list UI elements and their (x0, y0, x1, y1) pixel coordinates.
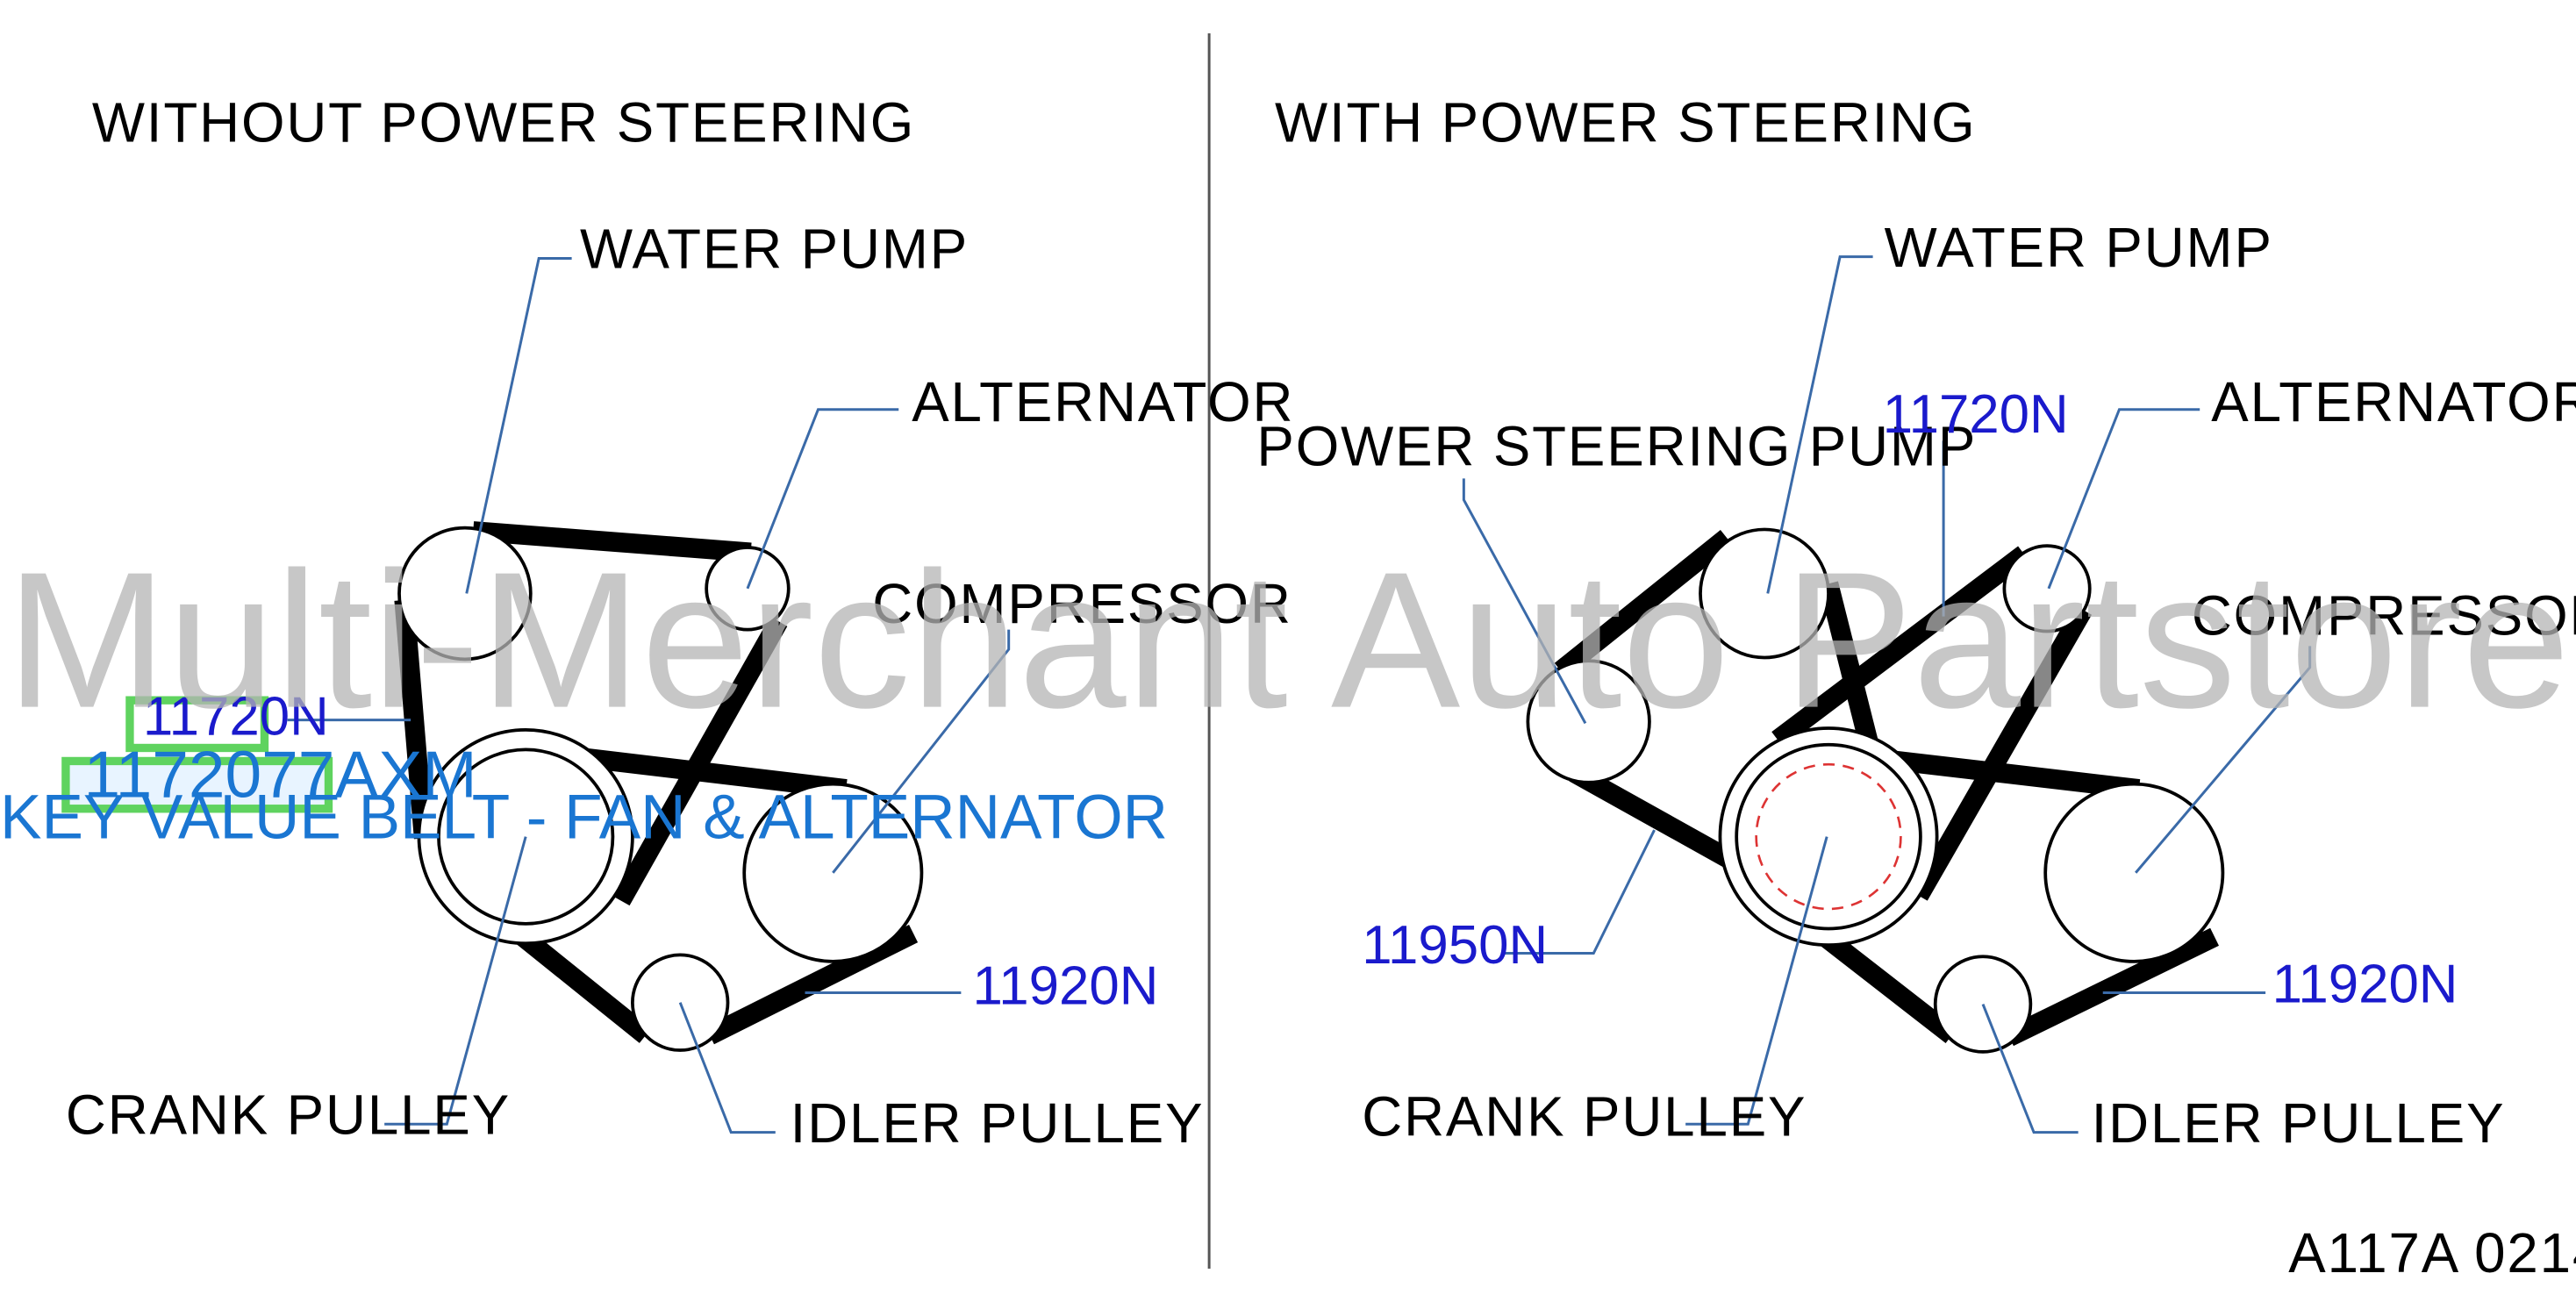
left-leader-alternator (746, 408, 899, 590)
right-panel: WITH POWER STEERING (1256, 92, 2576, 1155)
right-label-crank-pulley: CRANK PULLEY (1362, 1085, 1807, 1148)
right-belt-compressor (2005, 927, 2219, 1047)
right-label-power-steering-pump: POWER STEERING PUMP (1256, 415, 1977, 477)
left-label-idler-pulley: IDLER PULLEY (791, 1092, 1205, 1155)
left-leader-compressor (832, 629, 1011, 874)
right-title: WITH POWER STEERING (1275, 92, 1976, 154)
right-leader-water-pump (1766, 255, 1873, 594)
left-belt-upper (472, 521, 752, 562)
right-water-pump-pulley (1699, 527, 1830, 660)
right-part-11950n[interactable]: 11950N (1362, 915, 1548, 976)
left-compressor-pulley (742, 782, 924, 963)
right-leader-crank (1685, 836, 1828, 1126)
right-label-compressor: COMPRESSOR (2192, 584, 2576, 647)
right-part-11920n[interactable]: 11920N (2272, 955, 2458, 1015)
left-panel: WITHOUT POWER STEERING WATER PUMP ALTERN… (0, 92, 1294, 1155)
right-label-idler-pulley: IDLER PULLEY (2092, 1092, 2506, 1155)
right-crank-pulley-inner (1735, 742, 1922, 931)
left-water-pump-pulley (397, 526, 533, 662)
left-label-water-pump: WATER PUMP (580, 218, 969, 281)
left-title: WITHOUT POWER STEERING (92, 92, 915, 154)
right-label-water-pump: WATER PUMP (1885, 217, 2273, 279)
right-belt-alternator (1771, 546, 2030, 748)
right-belt-power-steering (1554, 530, 1733, 679)
right-belt-alternator (1910, 604, 2093, 901)
right-leader-compressor (2135, 646, 2312, 874)
left-leader-idler (678, 1002, 776, 1134)
highlight-box-alt-part (61, 756, 333, 813)
right-power-steering-pulley (1526, 659, 1651, 784)
left-leader-water-pump (465, 256, 572, 594)
figure-code: A117A 0214 (2288, 1222, 2576, 1284)
left-belts (394, 521, 919, 1045)
highlight-alt-part-number[interactable]: 1172077AXM (83, 738, 476, 812)
left-idler-pulley (631, 953, 730, 1052)
right-label-alternator: ALTERNATOR (2211, 371, 2576, 433)
highlight-box-part (125, 696, 269, 753)
left-belt-upper (612, 616, 788, 906)
highlight-group: 11720N 1172077AXM KEY VALUE BELT - FAN &… (0, 686, 1168, 852)
right-compressor-pulley (2043, 782, 2225, 963)
right-alternator-pulley (2002, 544, 2092, 633)
left-part-11920n[interactable]: 11920N (972, 956, 1158, 1017)
right-leader-belt-power-steering (1505, 829, 1656, 955)
left-label-crank-pulley: CRANK PULLEY (66, 1084, 511, 1146)
right-belt-power-steering (1569, 763, 1750, 876)
right-crank-pulley-hub (1755, 762, 1902, 911)
highlight-description: KEY VALUE BELT - FAN & ALTERNATOR (0, 783, 1168, 852)
left-label-alternator: ALTERNATOR (912, 371, 1294, 433)
left-belt-upper (394, 599, 434, 840)
right-belts (1554, 530, 2219, 1047)
left-part-11720n[interactable]: 11720N (143, 686, 329, 747)
left-label-compressor: COMPRESSOR (872, 573, 1292, 635)
left-belt-lower (705, 925, 919, 1045)
right-leader-power-steering (1462, 478, 1587, 725)
watermark: Multi-Merchant Auto Partstore (6, 532, 2570, 748)
right-leader-alternator (2047, 408, 2200, 590)
right-part-11720n[interactable]: 11720N (1883, 384, 2069, 445)
right-leader-idler (1981, 1004, 2079, 1134)
right-belt-power-steering (1819, 581, 1883, 762)
left-leader-crank (384, 836, 527, 1126)
